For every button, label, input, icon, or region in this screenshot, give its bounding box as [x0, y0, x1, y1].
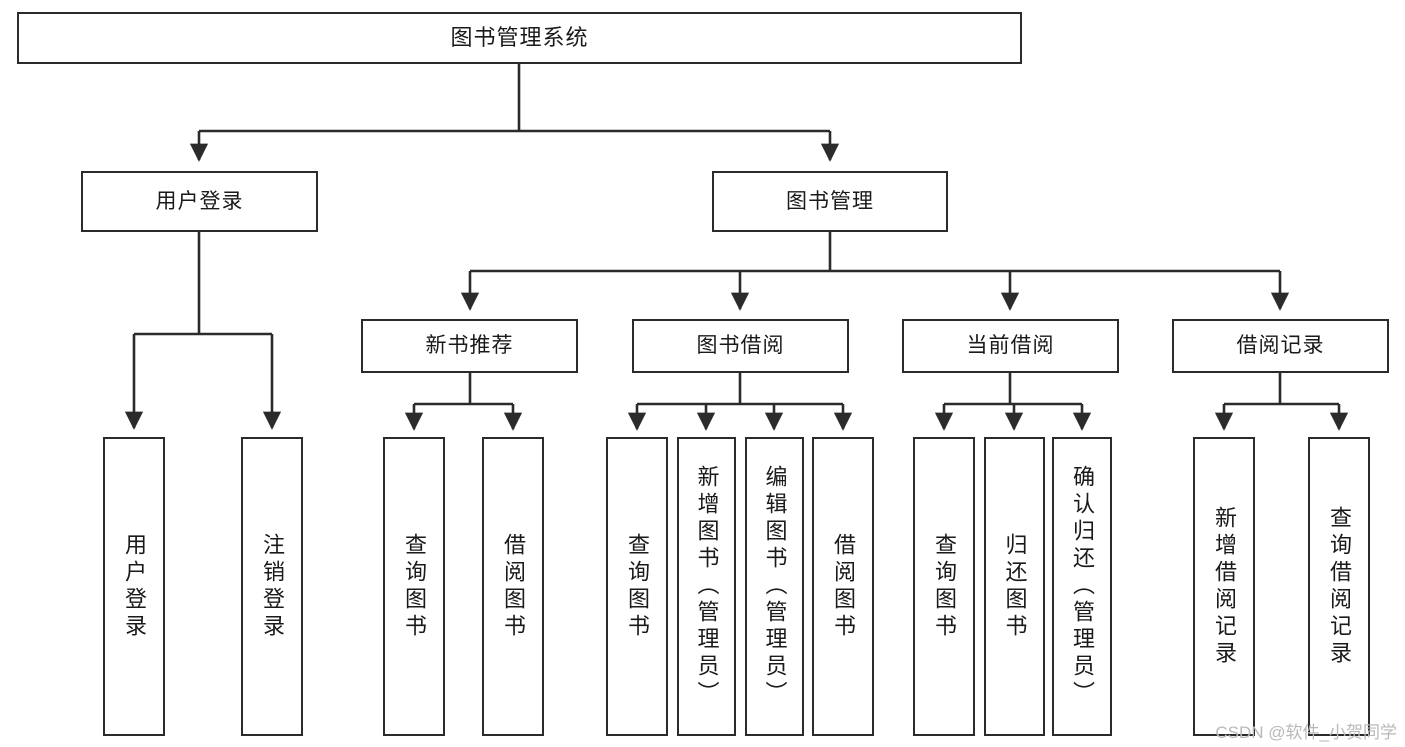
node-label: 查询图书 [932, 532, 957, 641]
leaf-records-query-record[interactable]: 查询借阅记录 [1308, 437, 1370, 736]
node-label: 图书借阅 [696, 334, 785, 358]
leaf-borrow-edit-book-admin[interactable]: 编辑图书（管理员） [745, 437, 804, 736]
leaf-records-add-record[interactable]: 新增借阅记录 [1193, 437, 1255, 736]
leaf-user-login-signin[interactable]: 用户登录 [103, 437, 165, 736]
node-label: 查询图书 [625, 532, 650, 641]
node-book-management[interactable]: 图书管理 [712, 171, 948, 232]
leaf-borrow-add-book-admin[interactable]: 新增图书（管理员） [677, 437, 736, 736]
node-label: 查询借阅记录 [1327, 505, 1352, 668]
node-label: 归还图书 [1002, 532, 1028, 641]
node-label: 借阅图书 [501, 532, 526, 641]
node-label: 当前借阅 [966, 334, 1055, 358]
node-root-system[interactable]: 图书管理系统 [17, 12, 1022, 64]
node-label: 注销登录 [260, 532, 285, 641]
leaf-recommend-borrow-book[interactable]: 借阅图书 [482, 437, 544, 736]
node-label: 借阅图书 [831, 532, 856, 641]
node-label: 新增借阅记录 [1212, 505, 1237, 668]
watermark-text: CSDN @软件_小贺同学 [1215, 723, 1397, 742]
node-label: 借阅记录 [1236, 334, 1325, 358]
node-label: 确认归还（管理员） [1070, 465, 1095, 708]
node-label: 用户登录 [155, 189, 244, 213]
leaf-current-confirm-return-admin[interactable]: 确认归还（管理员） [1052, 437, 1112, 736]
node-user-login[interactable]: 用户登录 [81, 171, 318, 232]
leaf-current-query-book[interactable]: 查询图书 [913, 437, 975, 736]
node-label: 新书推荐 [425, 334, 514, 358]
node-label: 用户登录 [122, 532, 147, 641]
leaf-current-return-book[interactable]: 归还图书 [984, 437, 1045, 736]
node-borrow-records[interactable]: 借阅记录 [1172, 319, 1389, 373]
leaf-recommend-query-book[interactable]: 查询图书 [383, 437, 445, 736]
leaf-borrow-query-book[interactable]: 查询图书 [606, 437, 668, 736]
node-label: 图书管理系统 [450, 24, 589, 50]
leaf-borrow-borrow-book[interactable]: 借阅图书 [812, 437, 874, 736]
node-label: 新增图书（管理员） [694, 465, 720, 708]
node-book-borrow[interactable]: 图书借阅 [632, 319, 849, 373]
node-new-book-recommend[interactable]: 新书推荐 [361, 319, 578, 373]
node-label: 查询图书 [402, 532, 427, 641]
leaf-user-login-signout[interactable]: 注销登录 [241, 437, 303, 736]
node-label: 编辑图书（管理员） [762, 465, 788, 708]
node-label: 图书管理 [786, 189, 874, 213]
node-current-borrow[interactable]: 当前借阅 [902, 319, 1119, 373]
